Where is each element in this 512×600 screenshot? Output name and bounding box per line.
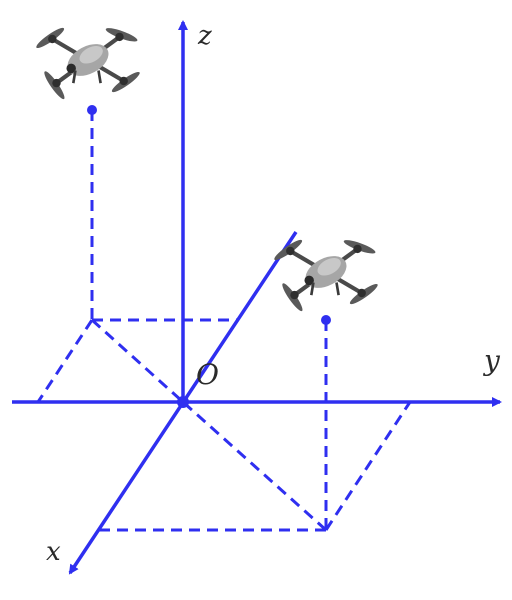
y-axis-label: y	[482, 344, 501, 377]
drone-1-position-point	[87, 105, 97, 115]
drone-1-ground-to-origin	[90, 318, 185, 404]
drone-2-ground-to-y-projection	[324, 401, 412, 531]
drone-icon	[34, 25, 141, 101]
projection-lines	[36, 110, 412, 532]
drone-2-ground-to-origin	[181, 400, 328, 532]
origin-label: O	[196, 358, 219, 391]
drone-icon	[272, 237, 379, 313]
origin-point	[177, 396, 189, 408]
drone-1-ground-to-x-projection	[36, 319, 94, 403]
axes	[12, 20, 502, 575]
x-axis-label: x	[46, 537, 61, 567]
drone-2-position-point	[321, 315, 331, 325]
z-axis-label: z	[197, 21, 212, 51]
